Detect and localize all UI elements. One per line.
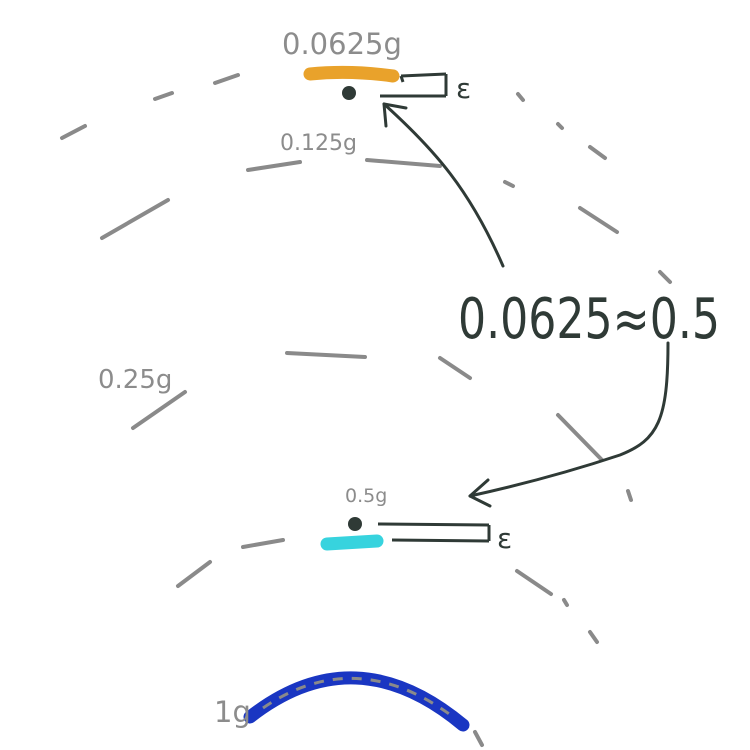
arrows [382, 102, 670, 508]
top-epsilon-box [380, 72, 448, 98]
top-object-dot [342, 86, 356, 100]
gravity-rings [60, 73, 672, 747]
label-second-g: 0.125g [280, 131, 357, 156]
label-bottom-g: 0.5g [345, 485, 387, 507]
arrow-to-top [382, 102, 505, 268]
top-epsilon-label: ε [456, 72, 471, 105]
bottom-epsilon-label: ε [497, 522, 512, 555]
label-third-g: 0.25g [98, 365, 172, 395]
orange-orbit-highlight [303, 65, 400, 83]
label-top-g: 0.0625g [282, 27, 402, 61]
bottom-epsilon-box [377, 522, 491, 543]
outer-ring-arc [60, 73, 607, 160]
arrow-to-bottom-head [468, 478, 492, 508]
third-ring-arc [131, 351, 633, 502]
fourth-ring-arc [176, 538, 599, 644]
ground-ring-tail [473, 730, 484, 747]
ground-arc-dash [262, 676, 453, 718]
arrow-to-top-head [382, 102, 408, 128]
bottom-object-dot [348, 517, 362, 531]
second-ring-arc [100, 158, 672, 284]
arrow-to-bottom [468, 341, 670, 498]
label-ground-g: 1g [214, 695, 251, 729]
equation-label: 0.0625≈0.5 [458, 287, 720, 352]
cyan-orbit-highlight [320, 534, 384, 551]
